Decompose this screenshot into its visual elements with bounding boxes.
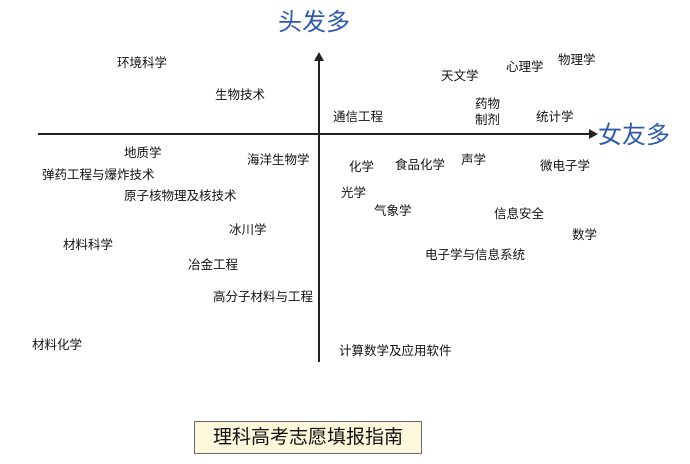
- subject-label: 信息安全: [494, 206, 545, 221]
- subject-label: 冶金工程: [188, 257, 239, 272]
- subject-label: 气象学: [374, 203, 412, 218]
- subject-label: 数学: [572, 227, 598, 242]
- subject-label: 光学: [341, 185, 367, 200]
- subject-label: 制剂: [475, 112, 501, 127]
- subject-label: 原子核物理及核技术: [124, 188, 237, 203]
- subject-label: 材料化学: [32, 337, 83, 352]
- subject-label: 通信工程: [333, 109, 384, 124]
- vertical-axis-arrow-icon: [314, 52, 324, 61]
- subject-label: 心理学: [506, 59, 544, 74]
- horizontal-axis: [38, 133, 591, 135]
- subject-label: 药物: [475, 96, 501, 111]
- subject-label: 声学: [461, 152, 487, 167]
- subject-label: 微电子学: [540, 158, 591, 173]
- subject-label: 海洋生物学: [247, 152, 310, 167]
- subject-label: 物理学: [558, 52, 596, 67]
- subject-label: 天文学: [441, 68, 479, 83]
- horizontal-axis-arrow-icon: [589, 129, 598, 139]
- subject-label: 计算数学及应用软件: [339, 343, 452, 358]
- vertical-axis: [318, 58, 320, 362]
- subject-label: 高分子材料与工程: [213, 289, 314, 304]
- subject-label: 地质学: [124, 145, 162, 160]
- subject-label: 电子学与信息系统: [425, 247, 526, 262]
- vertical-axis-label: 头发多: [278, 8, 350, 36]
- subject-label: 生物技术: [215, 87, 266, 102]
- horizontal-axis-label: 女友多: [598, 121, 670, 149]
- subject-label: 环境科学: [117, 55, 168, 70]
- subject-label: 材料科学: [63, 237, 114, 252]
- subject-label: 统计学: [536, 109, 574, 124]
- caption-banner: 理科高考志愿填报指南: [194, 421, 422, 454]
- subject-label: 弹药工程与爆炸技术: [42, 167, 155, 182]
- subject-label: 食品化学: [395, 157, 446, 172]
- subject-label: 冰川学: [229, 222, 267, 237]
- subject-label: 化学: [349, 159, 375, 174]
